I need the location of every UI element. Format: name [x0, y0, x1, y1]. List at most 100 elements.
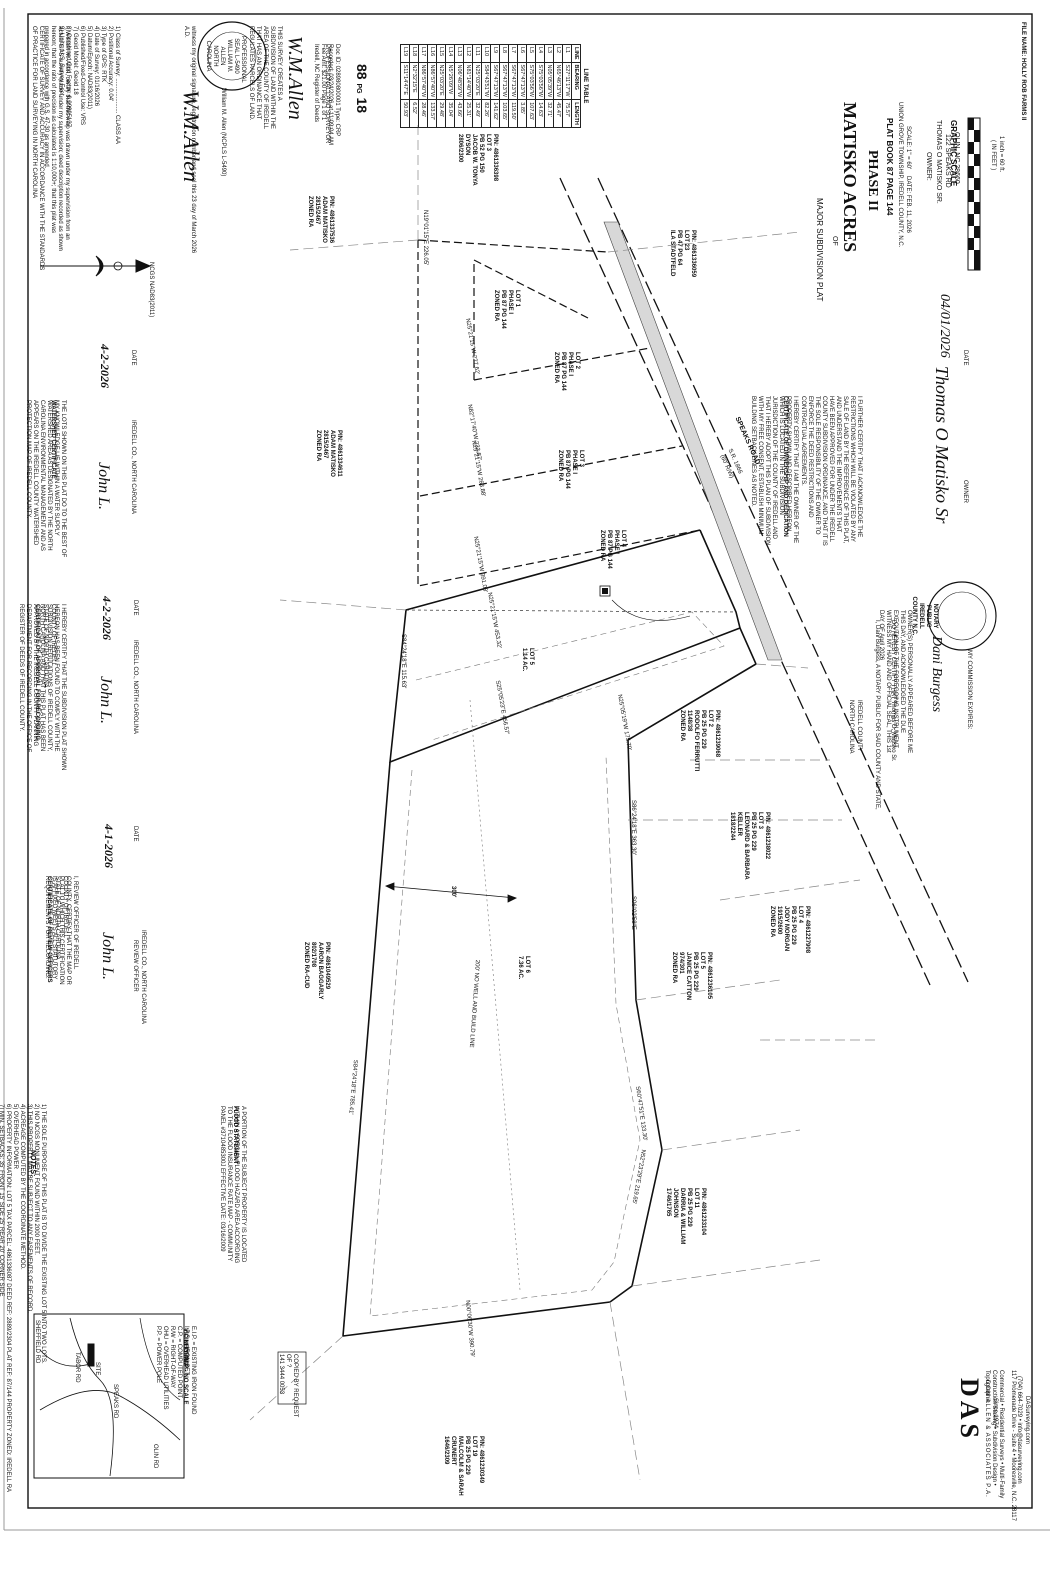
table-cell: 133.57': [427, 99, 437, 128]
table-cell: 25.31': [463, 99, 473, 128]
table-cell: 103.65': [499, 99, 509, 128]
adjoiner-line: PIN: 4861334611: [336, 430, 342, 477]
adjoiner-line: LOT 23: [683, 230, 689, 251]
adjoiner-line: LOT 3: [757, 812, 763, 830]
adjoiner-line: AARON BAGGARLY: [317, 942, 323, 1000]
graphic-scale-bar: [967, 117, 981, 271]
adjoiner-line: PIN: 4861336398: [492, 134, 498, 182]
surveyor-cert-item: 5) Datum/Epoch: NAD83(2011): [86, 26, 92, 109]
table-cell: N86°57'40"W: [418, 62, 428, 100]
line-table-title: LINE TABLE: [582, 68, 588, 104]
notary-line3: OWNER(S) PERSONALLY APPEARED BEFORE ME T…: [878, 610, 912, 754]
surveyor-signature-2: W.M.Allen: [284, 36, 306, 120]
table-cell: L9: [490, 44, 500, 63]
driveway: [611, 599, 691, 621]
surveyor-seal-text: PROFESSIONAL SEAL L-5490 WILLIAM M. ALLE…: [205, 36, 246, 83]
location-text: UNION GROVE TOWNSHIP, IREDELL COUNTY, N.…: [897, 102, 903, 248]
copy-stamp-line: COPIED BY REQUEST: [292, 1354, 298, 1418]
table-cell: 43.66': [454, 99, 464, 128]
approval-body: I HEREBY CERTIFY THAT THE SUBDIVISION PL…: [18, 604, 66, 771]
surveyor-cert-item: 1) Class of Survey: ....................…: [114, 26, 120, 145]
adjoiner-line: LOT 2: [707, 710, 713, 728]
table-cell: L12: [463, 44, 473, 63]
graphic-scale-ratio: 1 inch = 60 ft.: [998, 136, 1004, 173]
table-cell: 45.47': [553, 99, 563, 128]
page-prefix: PG: [355, 83, 362, 94]
vicinity-road-4: OLIN RD: [152, 1444, 158, 1469]
table-cell: N25°03'20"E: [436, 62, 446, 100]
table-cell: L17: [418, 44, 428, 63]
adjoiner-line: DYSON: [464, 134, 470, 156]
recording-stamp-line: Recorded: 03/24/2026 at 11:09:04 AM: [327, 44, 333, 145]
table-cell: 75.57': [562, 99, 572, 128]
table-cell: L16: [427, 44, 437, 63]
adjoiner-line: DARRIA & WILLIAM: [679, 1188, 685, 1245]
recording-stamp-line: Doc ID: 028980800001 Type: CRP: [334, 44, 340, 137]
vicinity-road-1: TABOR RD: [74, 1352, 80, 1383]
setback-lines: [369, 611, 725, 1317]
table-cell: L6: [517, 44, 527, 63]
adjoiner-line: 2806/2300: [457, 134, 463, 163]
adjoiner-line: LOT 11: [693, 1188, 699, 1209]
table-cell: L7: [508, 44, 518, 63]
legend-item: R/W = RIGHT-OF-WAY: [169, 1326, 175, 1389]
surveyor-signer: William M. Allen (NCPLS L-5490): [220, 88, 226, 177]
table-cell: N05°05'39"W: [544, 62, 554, 100]
graphic-scale-unit: ( IN FEET ): [990, 140, 996, 171]
adjoiner-line: 802/1708: [310, 942, 316, 968]
owner-heading: OWNER:: [925, 152, 932, 181]
approval-date: 4-2-2026: [100, 596, 114, 640]
adjoiner-line: ZONED RA: [315, 430, 321, 462]
adjoiner-line: PIN: 4861239068: [714, 710, 720, 758]
surveyor-cert-items: 1) Class of Survey: ....................…: [57, 26, 120, 144]
table-cell: 6.52': [409, 99, 419, 128]
adjoiner-line: PB 25 PG 229: [750, 812, 756, 851]
adjoiner-line: PB 25 PG 229: [686, 1188, 692, 1227]
owner-signature-date: 04/01/2026: [937, 294, 952, 358]
watershed-body: THE LOTS SHOWN ON THIS PLAT DO TO THE BE…: [25, 400, 66, 558]
table-cell: N06°48'59"W: [454, 62, 464, 100]
call-label: N19°01'15"E 226.05': [422, 210, 428, 266]
table-cell: 32.71': [544, 99, 554, 128]
north-arrow-datum: NCGS NAD83(2011): [148, 262, 154, 318]
table-cell: S75°03'56"W: [535, 62, 545, 100]
notary-signature: Dani Burgess: [929, 636, 944, 713]
adjoiner-line: ZONED RA-CUD: [303, 942, 309, 989]
table-cell: S67°47'13"W: [499, 62, 509, 100]
surveyor-cert-item: 9) Units: U.S. Survey Feet: [58, 26, 64, 96]
notary-seal-text: NOTARY PUBLIC IREDELL COUNTY N.C.: [911, 596, 938, 636]
legend-item: OHU = OVERHEAD UTILITIES: [162, 1326, 168, 1410]
adjoiner-line: ADAM MATISKO: [329, 430, 335, 477]
plat-drawing: [3, 8, 1050, 1531]
adjoiner-line: KELLER: [736, 812, 742, 836]
table-cell: S67°47'13"W: [490, 62, 500, 100]
vicinity-site: SITE: [94, 1362, 100, 1376]
copy-stamp-box: [277, 1351, 307, 1405]
adjoiner-line: PIN: 4861227908: [804, 906, 810, 954]
recording-stamp-line: Fee Amt: $21.00 Page 1 of 1: [320, 44, 326, 121]
adjoiner-line: PIN: 4861230349: [478, 1436, 484, 1484]
table-cell: 32.49': [472, 99, 482, 128]
table-cell: N5°26'09"W: [445, 62, 455, 100]
table-cell: L11: [472, 44, 482, 63]
